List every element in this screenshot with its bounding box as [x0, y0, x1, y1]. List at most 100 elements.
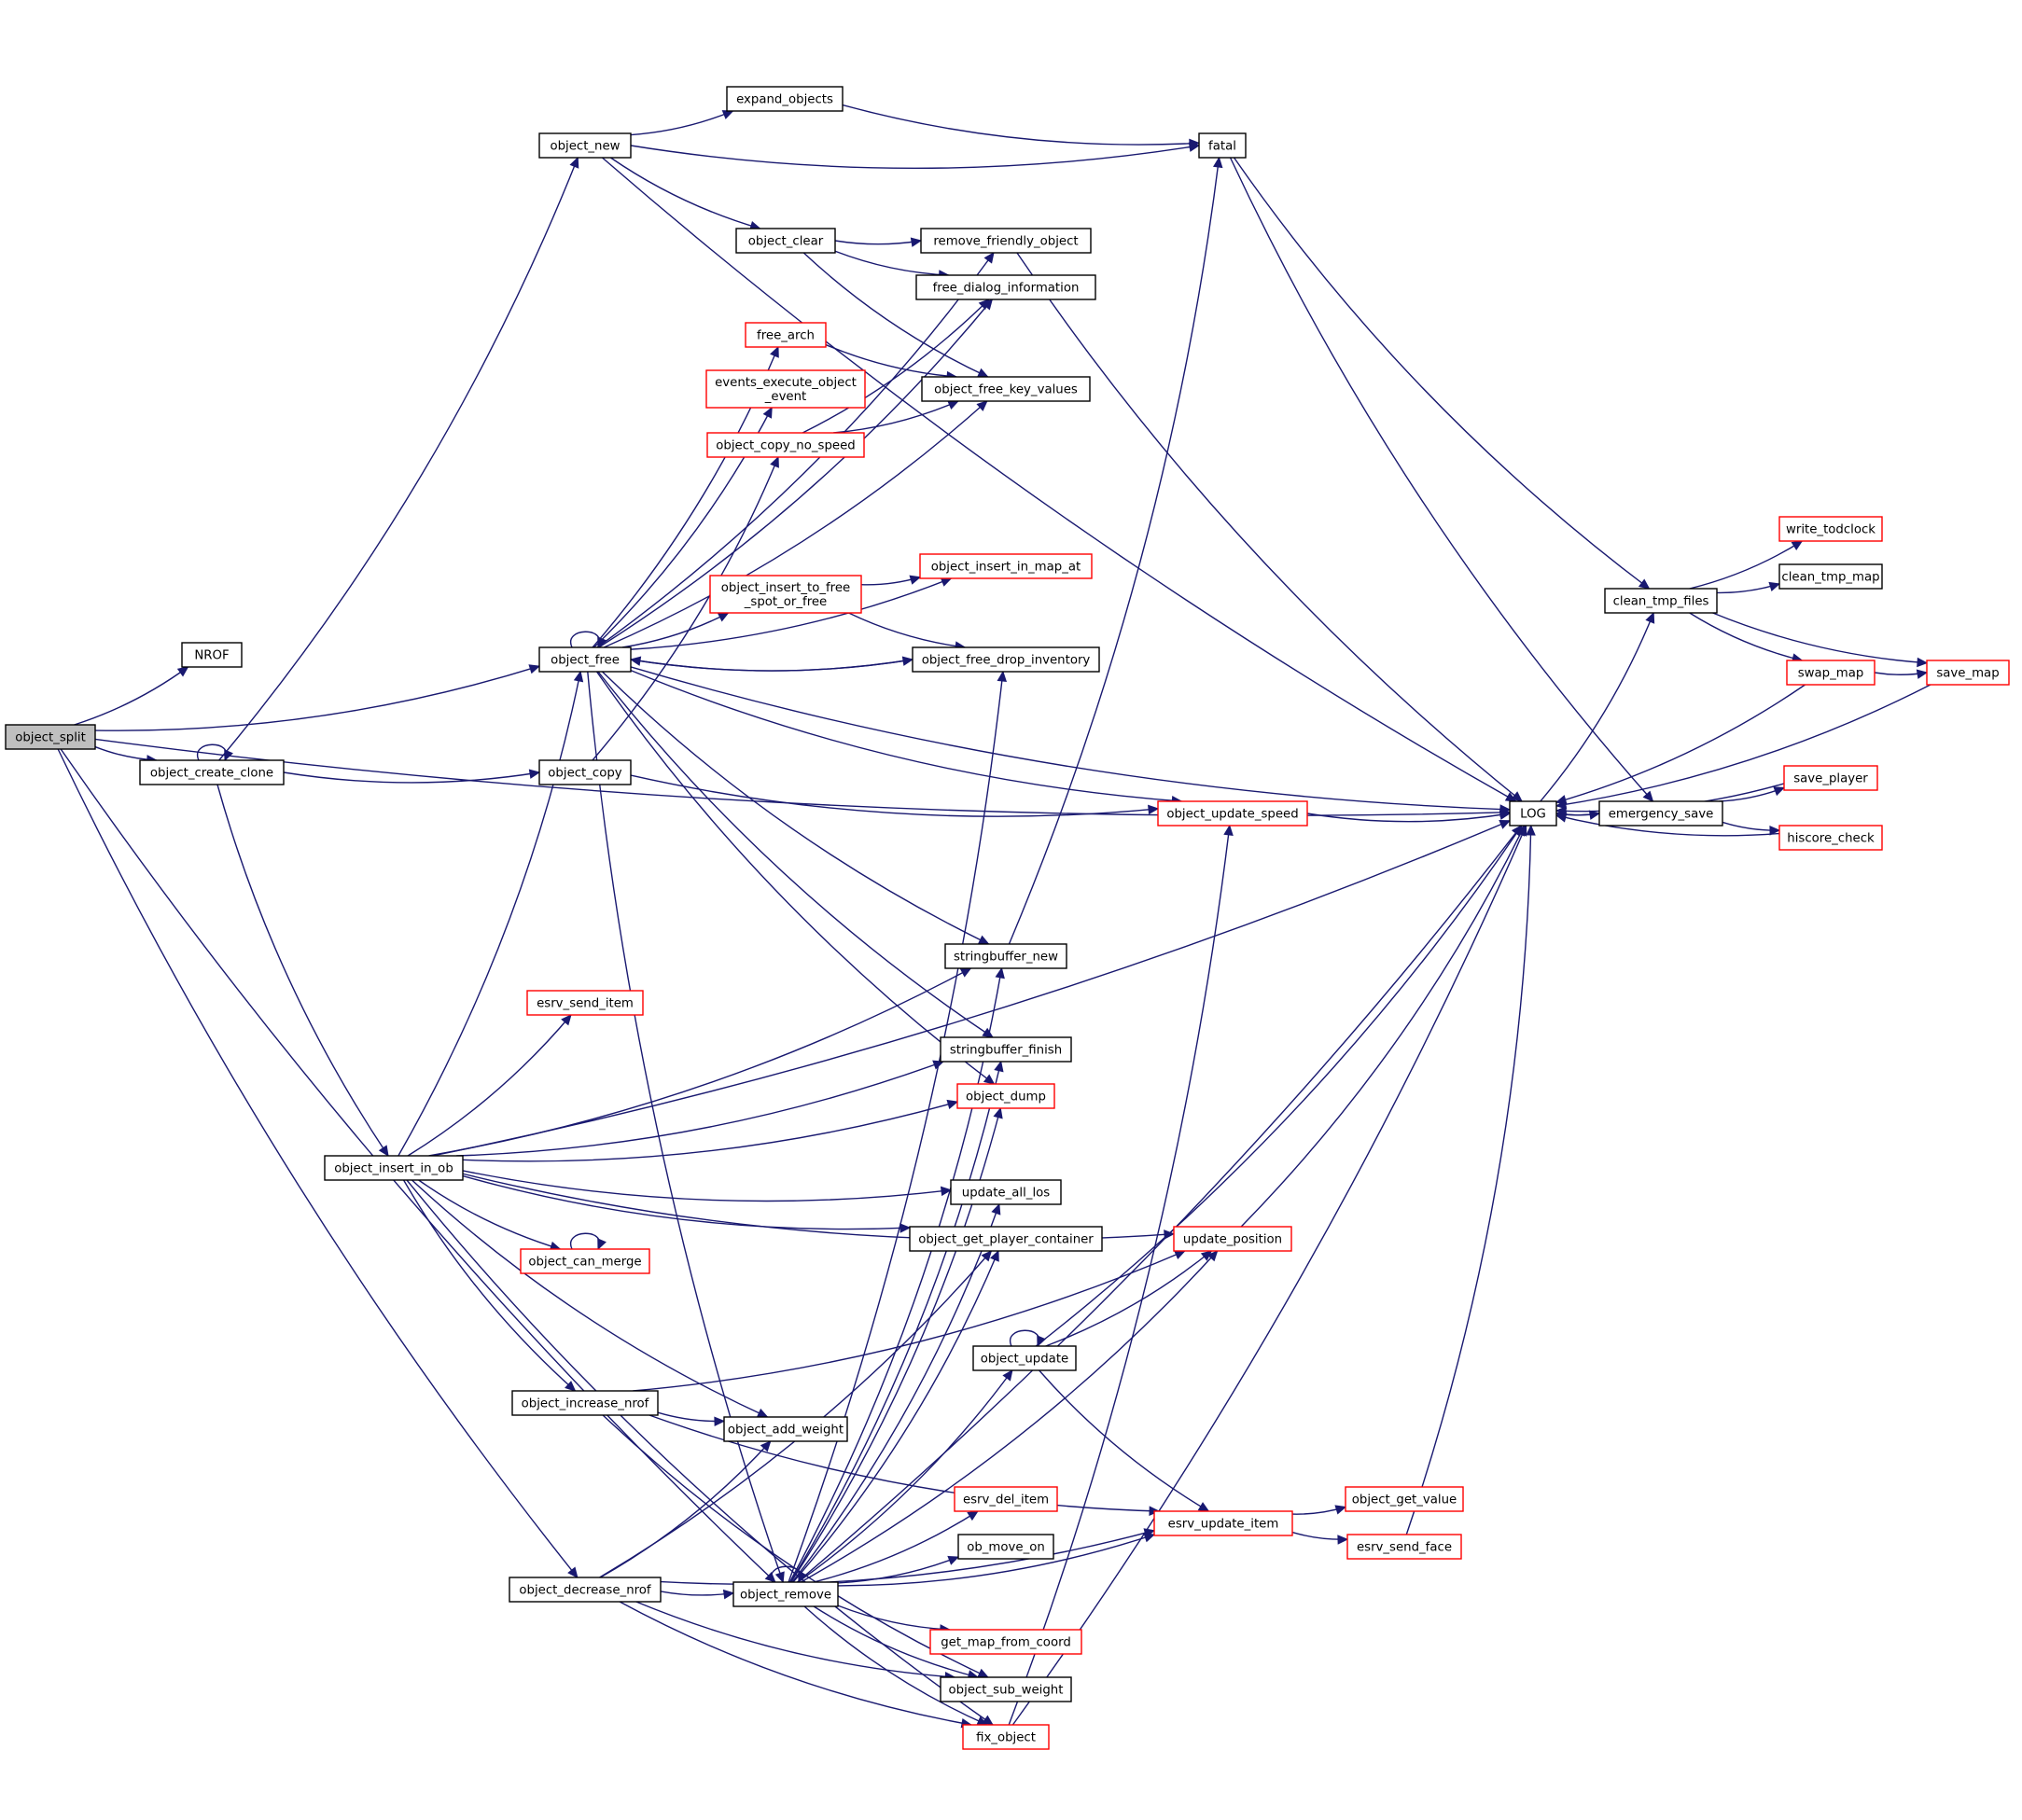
- node-NROF[interactable]: NROF: [181, 642, 243, 668]
- node-object_add_weight[interactable]: object_add_weight: [723, 1416, 848, 1442]
- edge-line: [610, 157, 760, 229]
- node-free_dialog_information[interactable]: free_dialog_information: [915, 274, 1096, 300]
- node-object_insert_to_free_spot_or_free[interactable]: object_insert_to_free_spot_or_free: [709, 575, 862, 614]
- edge-arrowhead: [997, 670, 1008, 683]
- edge-arrowhead: [1773, 786, 1786, 797]
- edge-object_split-to-NROF: [74, 666, 189, 726]
- edge-arrowhead: [1638, 578, 1651, 590]
- node-events_execute_object_event[interactable]: events_execute_object_event: [705, 369, 866, 409]
- edge-line: [1712, 612, 1928, 664]
- node-object_clear[interactable]: object_clear: [735, 228, 836, 254]
- node-save_player[interactable]: save_player: [1783, 765, 1878, 791]
- node-LOG[interactable]: LOG: [1509, 800, 1557, 827]
- node-object_update[interactable]: object_update: [972, 1345, 1077, 1371]
- node-object_insert_in_map_at[interactable]: object_insert_in_map_at: [919, 553, 1093, 579]
- node-update_all_los[interactable]: update_all_los: [950, 1179, 1062, 1205]
- edge-object_remove-to-object_get_player_container: [792, 1249, 999, 1583]
- edge-arrowhead: [1143, 1533, 1156, 1543]
- node-stringbuffer_new[interactable]: stringbuffer_new: [944, 943, 1067, 969]
- edge-arrowhead: [597, 1238, 607, 1251]
- edge-line: [790, 1107, 1001, 1583]
- edge-arrowhead: [1555, 799, 1568, 810]
- edge-line: [418, 1179, 561, 1250]
- node-ob_move_on[interactable]: ob_move_on: [957, 1534, 1054, 1560]
- edge-clean_tmp_files-to-save_map: [1712, 612, 1929, 668]
- edge-fix_object-to-LOG: [1011, 824, 1527, 1726]
- edge-line: [837, 1605, 950, 1631]
- node-esrv_del_item[interactable]: esrv_del_item: [954, 1486, 1058, 1512]
- node-clean_tmp_map[interactable]: clean_tmp_map: [1778, 563, 1883, 590]
- node-label: save_map: [1936, 667, 1999, 681]
- node-object_increase_nrof[interactable]: object_increase_nrof: [511, 1390, 659, 1416]
- node-label: object_dump: [966, 1091, 1046, 1105]
- node-esrv_send_item[interactable]: esrv_send_item: [526, 990, 644, 1016]
- node-emergency_save[interactable]: emergency_save: [1598, 800, 1723, 827]
- node-object_update_speed[interactable]: object_update_speed: [1157, 800, 1308, 827]
- edge-arrowhead: [1334, 1505, 1347, 1515]
- edge-object_split-to-object_decrease_nrof: [57, 748, 579, 1578]
- node-box: [1173, 1226, 1292, 1252]
- node-get_map_from_coord[interactable]: get_map_from_coord: [929, 1629, 1082, 1655]
- edge-line: [834, 250, 949, 276]
- edge-line: [789, 1061, 1002, 1583]
- edge-line: [596, 252, 995, 648]
- node-expand_objects[interactable]: expand_objects: [726, 86, 844, 112]
- node-object_remove[interactable]: object_remove: [732, 1581, 839, 1607]
- node-object_copy_no_speed[interactable]: object_copy_no_speed: [706, 432, 865, 458]
- node-fatal[interactable]: fatal: [1198, 132, 1247, 159]
- node-label: object_free_key_values: [934, 383, 1078, 397]
- node-object_create_clone[interactable]: object_create_clone: [139, 759, 285, 785]
- node-esrv_send_face[interactable]: esrv_send_face: [1346, 1534, 1462, 1560]
- node-box: [538, 646, 632, 673]
- node-label: object_update_speed: [1166, 808, 1298, 822]
- edge-arrowhead: [1645, 611, 1655, 624]
- node-stringbuffer_finish[interactable]: stringbuffer_finish: [940, 1036, 1072, 1063]
- node-label: _event: [764, 390, 807, 404]
- edge-update_position-to-LOG: [1240, 824, 1526, 1228]
- node-object_copy[interactable]: object_copy: [538, 759, 632, 785]
- node-box: [1778, 825, 1883, 851]
- node-label: object_increase_nrof: [522, 1397, 649, 1411]
- edge-object_insert_in_ob-to-object_get_player_container: [462, 1174, 912, 1233]
- node-object_free[interactable]: object_free: [538, 646, 632, 673]
- edge-remove_friendly_object-to-LOG: [1016, 252, 1523, 802]
- edge-arrowhead: [770, 345, 779, 358]
- node-object_dump[interactable]: object_dump: [956, 1083, 1055, 1109]
- edge-arrowhead: [977, 1668, 990, 1678]
- node-object_get_value[interactable]: object_get_value: [1345, 1486, 1464, 1512]
- node-object_sub_weight[interactable]: object_sub_weight: [940, 1676, 1072, 1702]
- node-fix_object[interactable]: fix_object: [962, 1724, 1050, 1750]
- node-object_can_merge[interactable]: object_can_merge: [520, 1248, 650, 1274]
- node-object_free_key_values[interactable]: object_free_key_values: [921, 376, 1091, 402]
- node-free_arch[interactable]: free_arch: [745, 322, 827, 348]
- node-write_todclock[interactable]: write_todclock: [1778, 516, 1883, 542]
- node-object_decrease_nrof[interactable]: object_decrease_nrof: [509, 1577, 662, 1603]
- edge-line: [462, 1174, 911, 1230]
- edge-line: [1011, 825, 1527, 1726]
- node-box: [705, 369, 866, 409]
- node-label: remove_friendly_object: [933, 235, 1078, 249]
- node-update_position[interactable]: update_position: [1173, 1226, 1292, 1252]
- node-label: stringbuffer_new: [954, 951, 1058, 965]
- node-esrv_update_item[interactable]: esrv_update_item: [1153, 1510, 1293, 1536]
- edge-arrowhead: [1555, 813, 1568, 823]
- edge-clean_tmp_files-to-write_todclock: [1689, 540, 1804, 590]
- node-object_split[interactable]: object_split: [5, 724, 96, 750]
- edge-line: [428, 967, 971, 1157]
- edge-object_insert_to_free_spot_or_free-to-object_free_drop_inventory: [848, 612, 967, 651]
- node-remove_friendly_object[interactable]: remove_friendly_object: [920, 228, 1092, 254]
- node-clean_tmp_files[interactable]: clean_tmp_files: [1604, 588, 1718, 614]
- node-save_map[interactable]: save_map: [1926, 660, 2010, 686]
- node-object_insert_in_ob[interactable]: object_insert_in_ob: [324, 1155, 464, 1181]
- node-hiscore_check[interactable]: hiscore_check: [1778, 825, 1883, 851]
- node-label: hiscore_check: [1787, 832, 1875, 846]
- edge-arrowhead: [1499, 810, 1512, 820]
- edge-arrowhead: [561, 1014, 572, 1026]
- node-label: object_new: [550, 140, 620, 154]
- node-swap_map[interactable]: swap_map: [1786, 660, 1876, 686]
- edge-object_update-to-esrv_update_item: [1039, 1369, 1210, 1512]
- node-object_new[interactable]: object_new: [538, 132, 632, 159]
- edge-arrowhead: [756, 1408, 769, 1418]
- node-object_get_player_container[interactable]: object_get_player_container: [909, 1226, 1103, 1252]
- node-object_free_drop_inventory[interactable]: object_free_drop_inventory: [912, 646, 1100, 673]
